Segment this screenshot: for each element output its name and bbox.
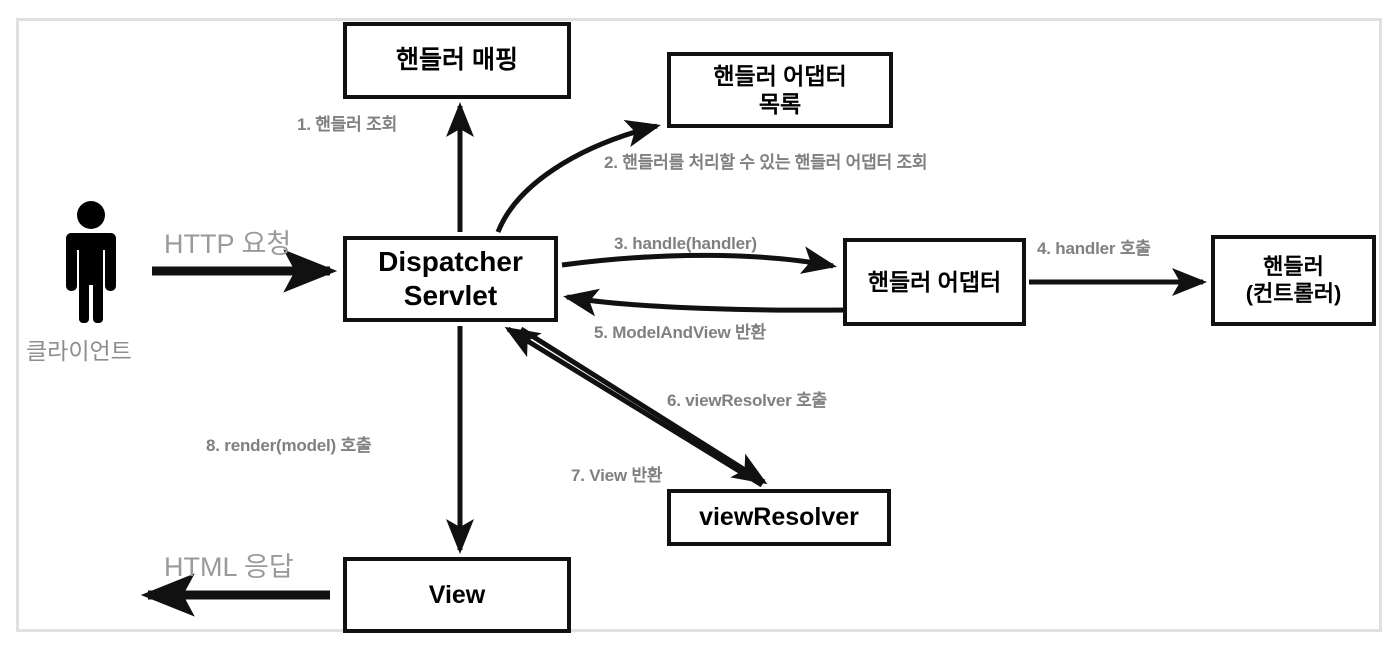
node-handler-controller-label: 핸들러 (컨트롤러)	[1245, 253, 1342, 306]
arrow-dispatcher-to-adapter-list	[495, 119, 661, 233]
client-label: 클라이언트	[26, 338, 132, 364]
node-handler-adapter[interactable]: 핸들러 어댑터	[843, 238, 1026, 326]
arrow-dispatcher-to-view-resolver	[519, 326, 768, 485]
node-handler-adapter-list[interactable]: 핸들러 어댑터 목록	[667, 52, 893, 128]
caption-http-request: HTTP 요청	[164, 229, 292, 259]
caption-html-response: HTML 응답	[164, 552, 294, 582]
node-handler-mapping[interactable]: 핸들러 매핑	[343, 22, 571, 99]
step-label-8: 8. render(model) 호출	[206, 436, 372, 455]
node-handler-adapter-list-label: 핸들러 어댑터 목록	[713, 62, 847, 117]
arrow-dispatcher-to-handler-adapter	[561, 246, 837, 274]
step-label-1: 1. 핸들러 조회	[297, 115, 398, 134]
node-handler-controller[interactable]: 핸들러 (컨트롤러)	[1211, 235, 1376, 326]
node-handler-adapter-label: 핸들러 어댑터	[867, 268, 1002, 295]
node-view[interactable]: View	[343, 557, 571, 633]
node-dispatcher-servlet[interactable]: Dispatcher Servlet	[343, 236, 558, 322]
step-label-2: 2. 핸들러를 처리할 수 있는 핸들러 어댑터 조회	[604, 153, 928, 172]
step-label-3: 3. handle(handler)	[614, 234, 757, 253]
node-view-resolver-label: viewResolver	[699, 503, 859, 532]
step-label-5: 5. ModelAndView 반환	[594, 323, 766, 342]
arrow-view-resolver-to-dispatcher	[504, 326, 764, 488]
node-dispatcher-servlet-label: Dispatcher Servlet	[378, 245, 523, 311]
node-handler-mapping-label: 핸들러 매핑	[396, 46, 518, 75]
person-icon	[66, 201, 116, 323]
step-label-4: 4. handler 호출	[1037, 239, 1151, 258]
step-label-7: 7. View 반환	[571, 466, 663, 485]
step-label-6: 6. viewResolver 호출	[667, 391, 827, 410]
node-view-label: View	[428, 580, 486, 609]
node-view-resolver[interactable]: viewResolver	[667, 489, 891, 546]
